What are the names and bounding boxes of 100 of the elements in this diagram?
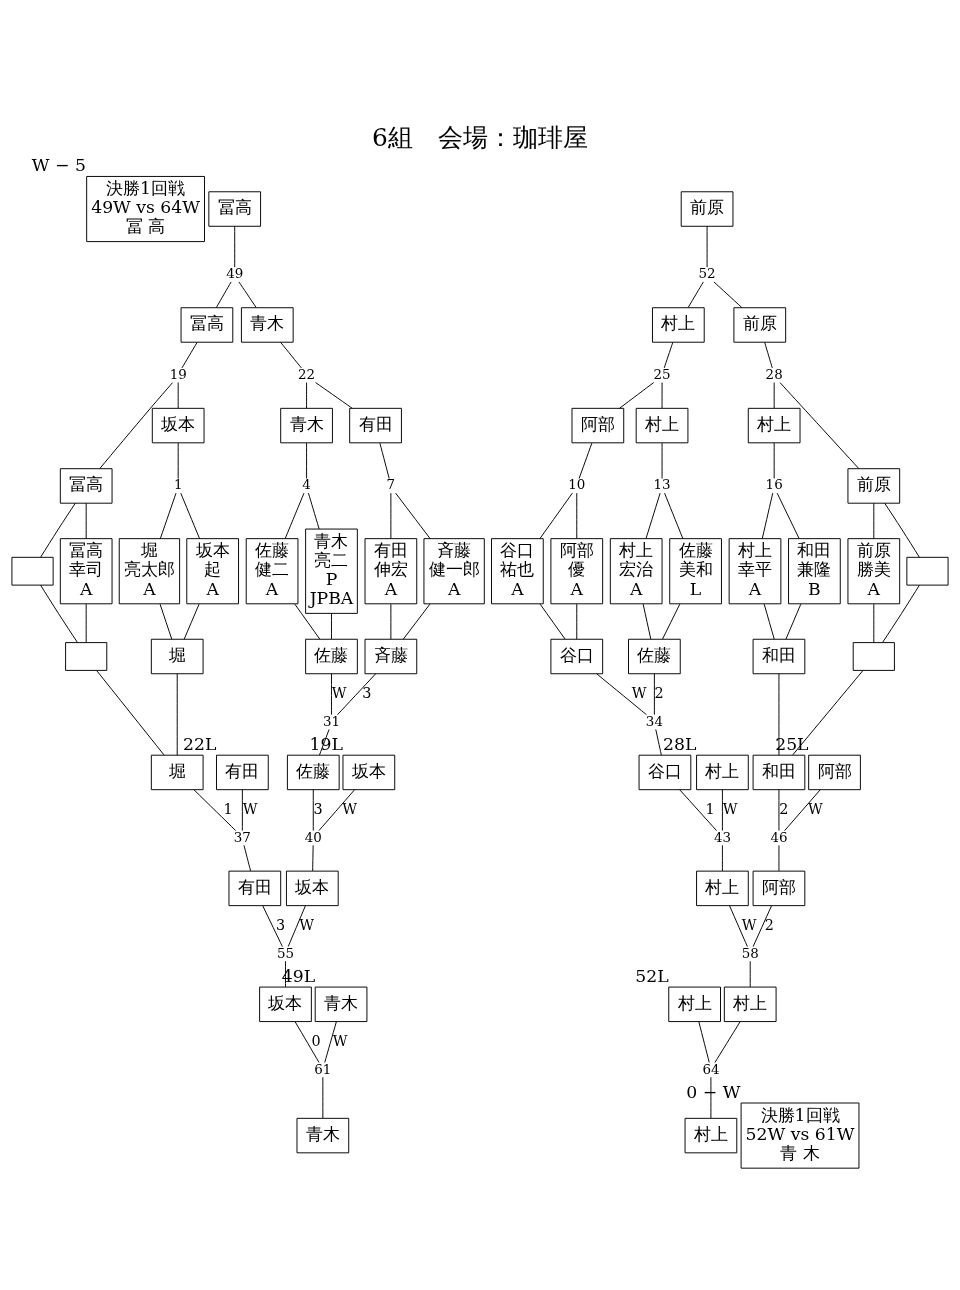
connector xyxy=(706,225,708,268)
connector xyxy=(721,844,723,872)
node-box: 阿部 優 A xyxy=(550,538,604,605)
edge-label: 1 xyxy=(705,800,715,817)
node-box: 決勝1回戦 52W vs 61W 青 木 xyxy=(740,1102,860,1169)
node-box: 村上 xyxy=(635,407,689,444)
connector xyxy=(241,789,243,832)
node-box: 阿部 xyxy=(808,754,861,791)
node-box: 冨高 xyxy=(180,307,234,343)
node-text: 52 xyxy=(698,266,716,282)
connector xyxy=(778,673,780,756)
edge-label: W xyxy=(331,684,347,701)
node-label: W − 5 xyxy=(31,155,86,176)
node-box: 和田 兼隆 B xyxy=(788,538,841,605)
connector xyxy=(764,341,773,369)
connector xyxy=(85,502,87,540)
node-box: 村上 xyxy=(696,754,749,791)
connector xyxy=(663,341,674,369)
node-text: 34 xyxy=(645,713,663,729)
node-box: 村上 xyxy=(668,986,721,1023)
edge-label: 1 xyxy=(223,800,233,817)
node-box: 青木 xyxy=(296,1117,350,1154)
node-box xyxy=(852,642,895,671)
connector xyxy=(687,281,704,308)
node-box: 冨高 xyxy=(208,191,262,227)
diagram-title: 6組 会場：珈琲屋 xyxy=(372,122,588,152)
node-box: 青木 xyxy=(280,407,333,444)
connector xyxy=(539,492,573,540)
connector xyxy=(578,442,593,479)
edge-label: 0 xyxy=(311,1032,321,1049)
edge-label: W xyxy=(332,1032,348,1049)
edge-label: W xyxy=(242,800,258,817)
connector xyxy=(679,789,717,832)
connector xyxy=(85,603,87,643)
edge-label: 3 xyxy=(276,916,286,933)
connector xyxy=(784,789,821,832)
node-box: 冨高 幸司 A xyxy=(59,538,113,605)
connector xyxy=(882,584,920,643)
connector xyxy=(778,789,780,832)
node-text: 55 xyxy=(276,945,295,961)
connector xyxy=(287,905,306,947)
node-text: 10 xyxy=(568,477,586,493)
connector xyxy=(331,613,332,640)
connector xyxy=(159,492,177,540)
connector xyxy=(294,1021,320,1063)
edge-label: 2 xyxy=(654,684,664,701)
connector xyxy=(234,225,236,268)
node-text: 4 xyxy=(302,477,311,493)
node-text: 58 xyxy=(741,945,759,961)
connector xyxy=(710,1076,712,1119)
connector xyxy=(655,728,662,756)
node-box: 決勝1回戦 49W vs 64W 冨 高 xyxy=(86,175,205,243)
connector xyxy=(619,382,655,409)
node-text: 19 xyxy=(169,366,187,382)
node-box: 村上 xyxy=(747,407,801,444)
node-box: 村上 xyxy=(652,307,705,343)
node-box: 坂本 xyxy=(151,407,205,444)
edge-label: W xyxy=(299,916,314,933)
node-text: 46 xyxy=(770,829,788,845)
connector xyxy=(181,341,198,369)
connector xyxy=(312,789,314,832)
connector xyxy=(596,673,647,716)
node-box: 村上 xyxy=(696,870,749,907)
connector xyxy=(714,1021,741,1063)
node-box: 青木 xyxy=(314,986,368,1023)
connector xyxy=(379,442,390,479)
node-box: 坂本 xyxy=(342,754,396,791)
edge-label: W xyxy=(631,684,647,701)
node-label: 22L xyxy=(183,733,217,754)
node-box: 坂本 xyxy=(259,986,312,1023)
node-box: 前原 xyxy=(847,468,901,504)
connector xyxy=(322,1076,324,1119)
connector xyxy=(749,960,751,988)
connector xyxy=(642,603,652,640)
node-box: 前原 xyxy=(680,191,734,227)
connector xyxy=(778,844,780,872)
node-box: 谷口 xyxy=(638,754,692,791)
connector xyxy=(729,905,748,947)
node-label: 28L xyxy=(663,733,697,754)
node-box xyxy=(65,642,108,671)
connector xyxy=(664,492,684,540)
connector xyxy=(662,603,681,640)
node-box: 坂本 xyxy=(285,870,339,907)
node-box: 谷口 xyxy=(550,638,604,675)
connector xyxy=(698,1021,710,1063)
node-text: 7 xyxy=(386,477,396,493)
node-box: 佐藤 健二 A xyxy=(245,538,299,605)
edge-label: W xyxy=(722,800,738,817)
connector xyxy=(721,789,723,832)
connector xyxy=(294,603,321,640)
connector xyxy=(752,905,773,947)
connector xyxy=(159,603,173,640)
node-box: 冨高 xyxy=(59,468,113,504)
connector xyxy=(653,673,655,716)
connector xyxy=(315,382,353,409)
node-box: 村上 xyxy=(684,1117,738,1154)
connector xyxy=(713,281,743,308)
node-box: 有田 xyxy=(228,870,282,907)
node-text: 28 xyxy=(765,366,783,382)
node-text: 25 xyxy=(653,366,671,382)
